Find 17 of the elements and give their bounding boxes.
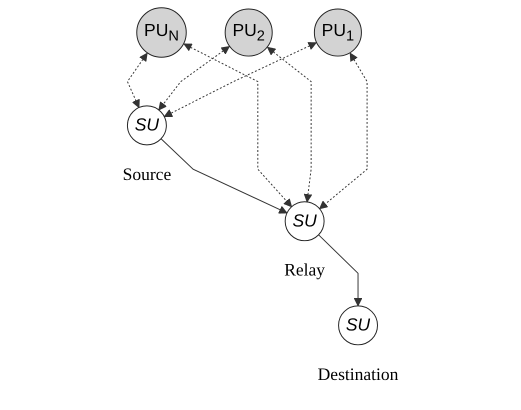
node-label: Destination bbox=[318, 364, 398, 384]
node-circle: SU bbox=[338, 305, 378, 346]
node-circle: PU$_{N}$ bbox=[136, 7, 187, 58]
node-circle: PU$_{1}$ bbox=[314, 8, 362, 57]
arrow bbox=[318, 234, 362, 306]
node-label: Relay bbox=[284, 260, 326, 280]
arrow bbox=[164, 42, 317, 117]
arrow bbox=[184, 44, 292, 208]
arrow bbox=[126, 52, 148, 108]
arrow bbox=[158, 46, 230, 110]
arrow bbox=[267, 46, 312, 202]
node-circle: SU bbox=[126, 105, 167, 146]
node-label: Source bbox=[122, 164, 172, 184]
node-circle: PU$_{2}$ bbox=[224, 8, 273, 57]
arrow bbox=[160, 138, 288, 214]
node-circle: SU bbox=[284, 201, 325, 242]
arrow bbox=[319, 52, 368, 210]
